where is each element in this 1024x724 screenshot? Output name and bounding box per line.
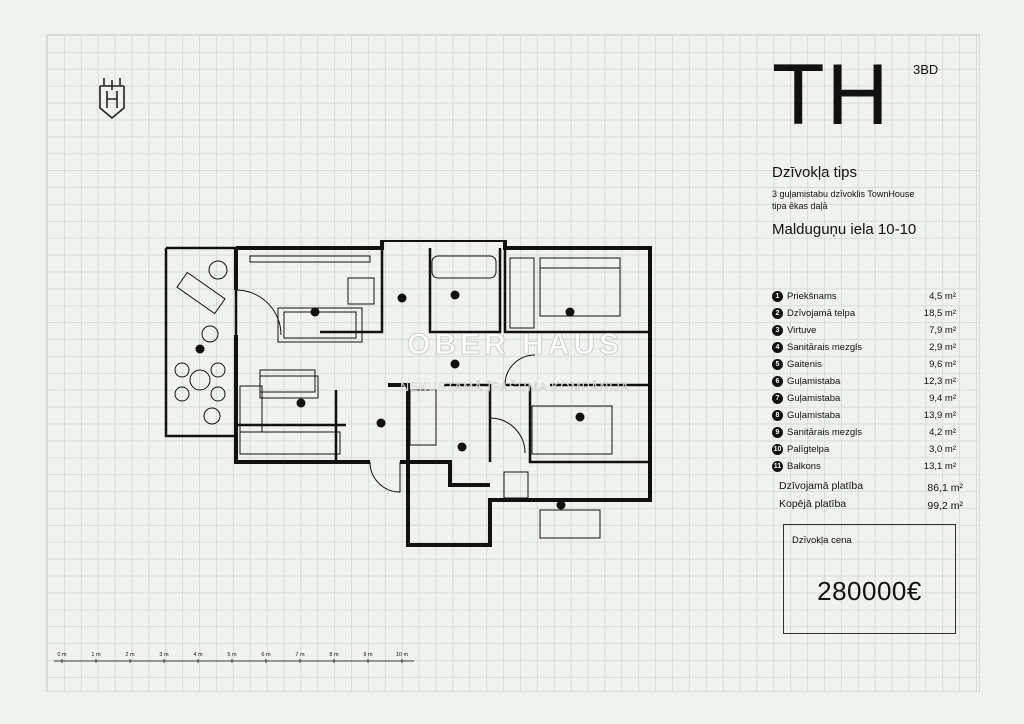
brand-logo-icon <box>99 78 125 120</box>
scale-label: 3 m <box>159 652 169 658</box>
living-area-label: Dzīvojamā platība <box>779 480 864 492</box>
apartment-type-heading: Dzīvokļa tips <box>772 164 858 181</box>
room-name: Sanitārais mezgls <box>787 427 862 438</box>
room-number-badge: 9 <box>772 427 783 438</box>
list-item: 10 Palīgtelpa 3,0 m² <box>772 443 956 460</box>
total-area-label: Kopējā platība <box>779 498 847 510</box>
scale-label: 5 m <box>227 652 237 658</box>
room-number-badge: 4 <box>772 342 783 353</box>
room-area: 9,4 m² <box>929 393 956 404</box>
room-area: 4,5 m² <box>929 291 956 302</box>
list-item: 9 Sanitārais mezgls 4,2 m² <box>772 426 956 443</box>
room-name: Virtuve <box>787 325 817 336</box>
scale-label: 1 m <box>91 652 101 658</box>
total-area-value: 99,2 m² <box>927 500 963 512</box>
room-name: Guļamistaba <box>787 410 841 421</box>
room-number-badge: 8 <box>772 410 783 421</box>
room-name: Balkons <box>787 461 821 472</box>
room-number-badge: 5 <box>772 359 783 370</box>
scale-label: 6 m <box>261 652 271 658</box>
room-list: 1 Priekšnams 4,5 m² 2 Dzīvojamā telpa 18,5 m… <box>772 290 956 477</box>
price-box: Dzīvokļa cena 280000€ <box>783 524 956 634</box>
floor-plan-drawing <box>164 240 652 547</box>
room-area: 13,1 m² <box>923 461 956 472</box>
room-area: 12,3 m² <box>923 376 956 387</box>
room-number-badge: 1 <box>772 291 783 302</box>
background-grid <box>46 34 980 692</box>
living-area-value: 86,1 m² <box>927 482 963 494</box>
scale-labels: 0 m 1 m 2 m 3 m 4 m 5 m 6 m 7 m 8 m 9 m … <box>57 652 408 658</box>
room-number-badge: 6 <box>772 376 783 387</box>
apartment-description: 3 guļamistabu dzīvoklis TownHouse tipa ē… <box>772 188 972 212</box>
list-item: 7 Guļamistaba 9,4 m² <box>772 392 956 409</box>
list-item: 11 Balkons 13,1 m² <box>772 460 956 477</box>
scale-bar: 0 m 1 m 2 m 3 m 4 m 5 m 6 m 7 m 8 m 9 m … <box>54 652 414 663</box>
room-name: Sanitārais mezgls <box>787 342 862 353</box>
room-name: Guļamistaba <box>787 393 841 404</box>
scale-label: 9 m <box>363 652 373 658</box>
room-area: 4,2 m² <box>929 427 956 438</box>
scale-label: 0 m <box>57 652 67 658</box>
room-number-badge: 2 <box>772 308 783 319</box>
description-line-1: 3 guļamistabu dzīvoklis TownHouse <box>772 189 915 199</box>
description-line-2: tipa ēkas daļā <box>772 201 828 211</box>
room-name: Guļamistaba <box>787 376 841 387</box>
apartment-address: Malduguņu iela 10-10 <box>772 221 917 238</box>
list-item: 4 Sanitārais mezgls 2,9 m² <box>772 341 956 358</box>
price-value: 280000€ <box>817 576 922 606</box>
room-name: Gaitenis <box>787 359 822 370</box>
room-area: 2,9 m² <box>929 342 956 353</box>
room-name: Dzīvojamā telpa <box>787 308 856 319</box>
list-item: 8 Guļamistaba 13,9 m² <box>772 409 956 426</box>
scale-label: 2 m <box>125 652 135 658</box>
room-area: 7,9 m² <box>929 325 956 336</box>
room-area: 18,5 m² <box>923 308 956 319</box>
room-name: Palīgtelpa <box>787 444 830 455</box>
scale-label: 8 m <box>329 652 339 658</box>
scale-label: 10 m <box>396 652 409 658</box>
list-item: 6 Guļamistaba 12,3 m² <box>772 375 956 392</box>
room-number-badge: 7 <box>772 393 783 404</box>
room-name: Priekšnams <box>787 291 837 302</box>
room-number-badge: 10 <box>772 444 783 455</box>
list-item: 3 Virtuve 7,9 m² <box>772 324 956 341</box>
room-number-badge: 3 <box>772 325 783 336</box>
list-item: 1 Priekšnams 4,5 m² <box>772 290 956 307</box>
page-title: TH <box>772 47 891 143</box>
list-item: 2 Dzīvojamā telpa 18,5 m² <box>772 307 956 324</box>
living-area-total: Dzīvojamā platība 86,1 m² <box>779 480 963 494</box>
room-number-badge: 11 <box>772 461 783 472</box>
page-subtitle: 3BD <box>913 62 939 77</box>
scale-label: 4 m <box>193 652 203 658</box>
total-area-total: Kopējā platība 99,2 m² <box>779 498 963 512</box>
room-area: 13,9 m² <box>923 410 956 421</box>
list-item: 5 Gaitenis 9,6 m² <box>772 358 956 375</box>
price-label: Dzīvokļa cena <box>792 535 852 546</box>
room-area: 3,0 m² <box>929 444 956 455</box>
scale-label: 7 m <box>295 652 305 658</box>
room-area: 9,6 m² <box>929 359 956 370</box>
